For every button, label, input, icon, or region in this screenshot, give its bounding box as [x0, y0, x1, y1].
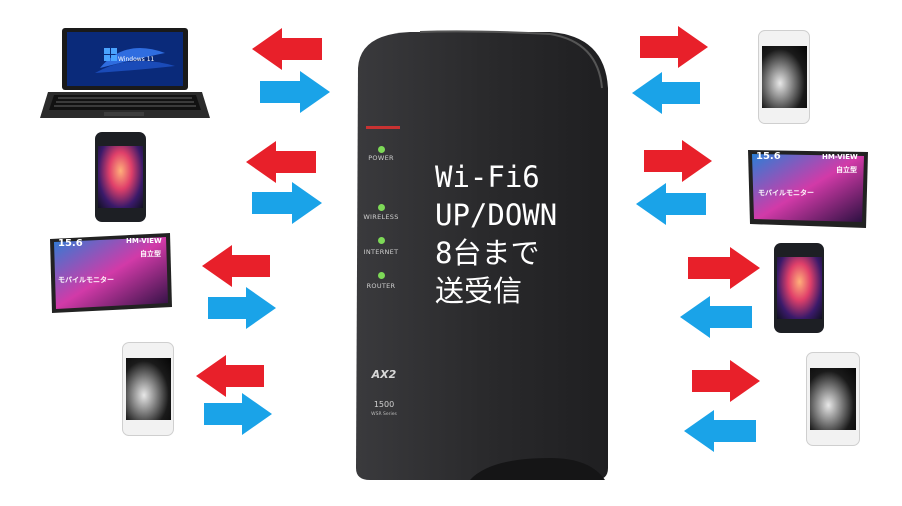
upload-arrow-icon [246, 141, 316, 183]
overlay-line-count: 8台まで [435, 236, 540, 270]
monitor-tag: HM-VIEW [822, 153, 858, 161]
router-body [356, 30, 608, 480]
right-arrow-pair-4 [684, 360, 760, 452]
power-led [378, 146, 385, 153]
smartphone-white [122, 342, 174, 436]
left-arrow-pair-3 [202, 245, 276, 329]
phone-screen [125, 357, 171, 421]
left-arrow-pair-2 [246, 141, 322, 224]
download-arrow-icon [632, 72, 700, 114]
monitor-size: 15.6 [756, 151, 781, 162]
router-led [378, 272, 385, 279]
monitor-subtitle: モバイルモニター [58, 276, 114, 284]
phone-screen [761, 45, 807, 109]
download-arrow-icon [252, 182, 322, 224]
led-label-router: ROUTER [366, 282, 396, 290]
download-arrow-icon [204, 393, 272, 435]
monitor-badge: 自立型 [836, 166, 857, 174]
download-arrow-icon [680, 296, 752, 338]
download-arrow-icon [684, 410, 756, 452]
internet-led [378, 237, 385, 244]
right-arrow-pair-2 [636, 140, 712, 225]
upload-arrow-icon [644, 140, 712, 182]
left-arrow-pair-1 [252, 28, 330, 113]
router-brand-logo: AX2 [371, 368, 397, 381]
smartphone-white [806, 352, 860, 446]
led-label-wireless: WIRELESS [363, 213, 399, 221]
monitor-subtitle: モバイルモニター [758, 189, 814, 197]
laptop-device: Windows 11 [40, 28, 210, 120]
upload-arrow-icon [688, 247, 760, 289]
upload-arrow-icon [692, 360, 760, 402]
smartphone-white [758, 30, 810, 124]
download-arrow-icon [636, 183, 706, 225]
phone-screen [97, 146, 144, 208]
upload-arrow-icon [202, 245, 270, 287]
right-arrow-pair-1 [632, 26, 708, 114]
router-series: WSR Series [371, 412, 397, 417]
monitor-badge: 自立型 [140, 250, 161, 258]
led-label-internet: INTERNET [363, 248, 399, 256]
overlay-line-transfer: 送受信 [435, 274, 523, 308]
monitor-size: 15.6 [58, 238, 83, 249]
wireless-led [378, 204, 385, 211]
left-arrow-pair-4 [196, 355, 272, 435]
download-arrow-icon [208, 287, 276, 329]
upload-arrow-icon [252, 28, 322, 70]
upload-arrow-icon [196, 355, 264, 397]
smartphone-dark [95, 132, 146, 222]
smartphone-dark [774, 243, 824, 333]
upload-arrow-icon [640, 26, 708, 68]
led-label-power: POWER [368, 154, 394, 162]
mobile-monitor-right: 15.6 HM-VIEW 自立型 モバイルモニター [746, 148, 872, 230]
phone-screen [809, 367, 857, 431]
overlay-line-updown: UP/DOWN [435, 198, 558, 232]
download-arrow-icon [260, 71, 330, 113]
mobile-monitor-left: 15.6 HM-VIEW 自立型 モバイルモニター [48, 233, 174, 315]
monitor-tag: HM-VIEW [126, 237, 162, 245]
overlay-line-wifi6: Wi-Fi6 [435, 160, 540, 194]
phone-screen [776, 257, 822, 319]
right-arrow-pair-3 [680, 247, 760, 338]
router-model: 1500 [373, 400, 395, 409]
laptop-os-label: Windows 11 [118, 56, 155, 63]
